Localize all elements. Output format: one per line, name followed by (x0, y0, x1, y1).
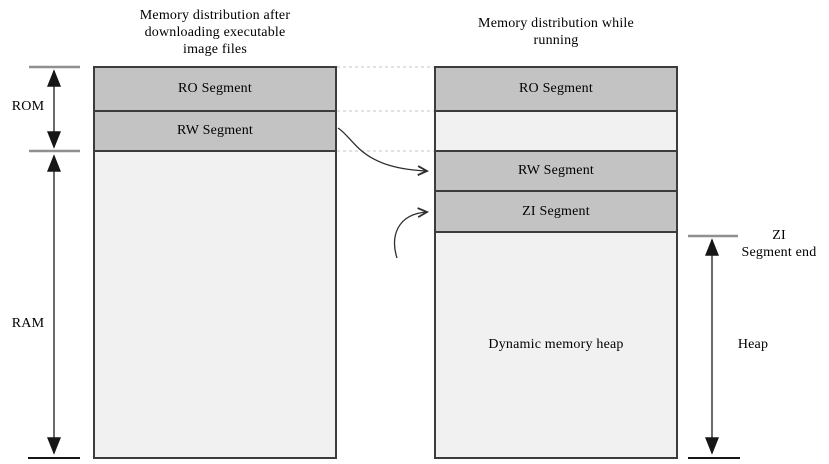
right-zi-segment-label: ZI Segment (522, 203, 590, 219)
right-heap-area: Dynamic memory heap (436, 233, 676, 457)
heap-label: Heap (737, 337, 769, 352)
left-rw-segment: RW Segment (95, 112, 335, 152)
zi-segment-end-line-2: Segment end (741, 245, 817, 260)
ram-label: RAM (11, 316, 45, 331)
left-empty-ram-area (95, 152, 335, 457)
right-column-title: Memory distribution while running (434, 15, 678, 49)
right-unused-gap-area (436, 112, 676, 152)
left-title-line-1: Memory distribution after (139, 8, 291, 23)
right-rw-segment: RW Segment (436, 152, 676, 192)
memory-column-after-download: RO Segment RW Segment (93, 66, 337, 459)
ram-extent-group (28, 154, 80, 459)
right-title-line-1: Memory distribution while (478, 16, 634, 31)
right-ro-segment-label: RO Segment (519, 81, 593, 96)
rw-segment-load-arrow (337, 127, 427, 171)
right-title-line-2: running (533, 33, 579, 48)
left-ro-segment: RO Segment (95, 68, 335, 112)
memory-column-while-running: RO Segment RW Segment ZI Segment Dynamic… (434, 66, 678, 459)
rom-label: ROM (11, 99, 45, 114)
zi-segment-end-line-1: ZI (772, 228, 786, 243)
left-rw-segment-label: RW Segment (176, 123, 254, 138)
heap-area-label: Dynamic memory heap (488, 337, 624, 352)
segment-alignment-dashed-lines (337, 66, 434, 152)
heap-extent-group (688, 234, 740, 459)
right-zi-segment: ZI Segment (436, 192, 676, 233)
zi-segment-create-arrow (393, 212, 427, 259)
left-ro-segment-label: RO Segment (178, 81, 252, 96)
right-ro-segment: RO Segment (436, 68, 676, 112)
zi-segment-end-label: ZI Segment end (729, 227, 829, 261)
right-rw-segment-label: RW Segment (517, 163, 595, 178)
left-title-line-2: downloading executable (144, 25, 286, 40)
rom-extent-group (29, 65, 80, 153)
left-title-line-3: image files (182, 42, 247, 57)
left-column-title: Memory distribution after downloading ex… (93, 7, 337, 58)
